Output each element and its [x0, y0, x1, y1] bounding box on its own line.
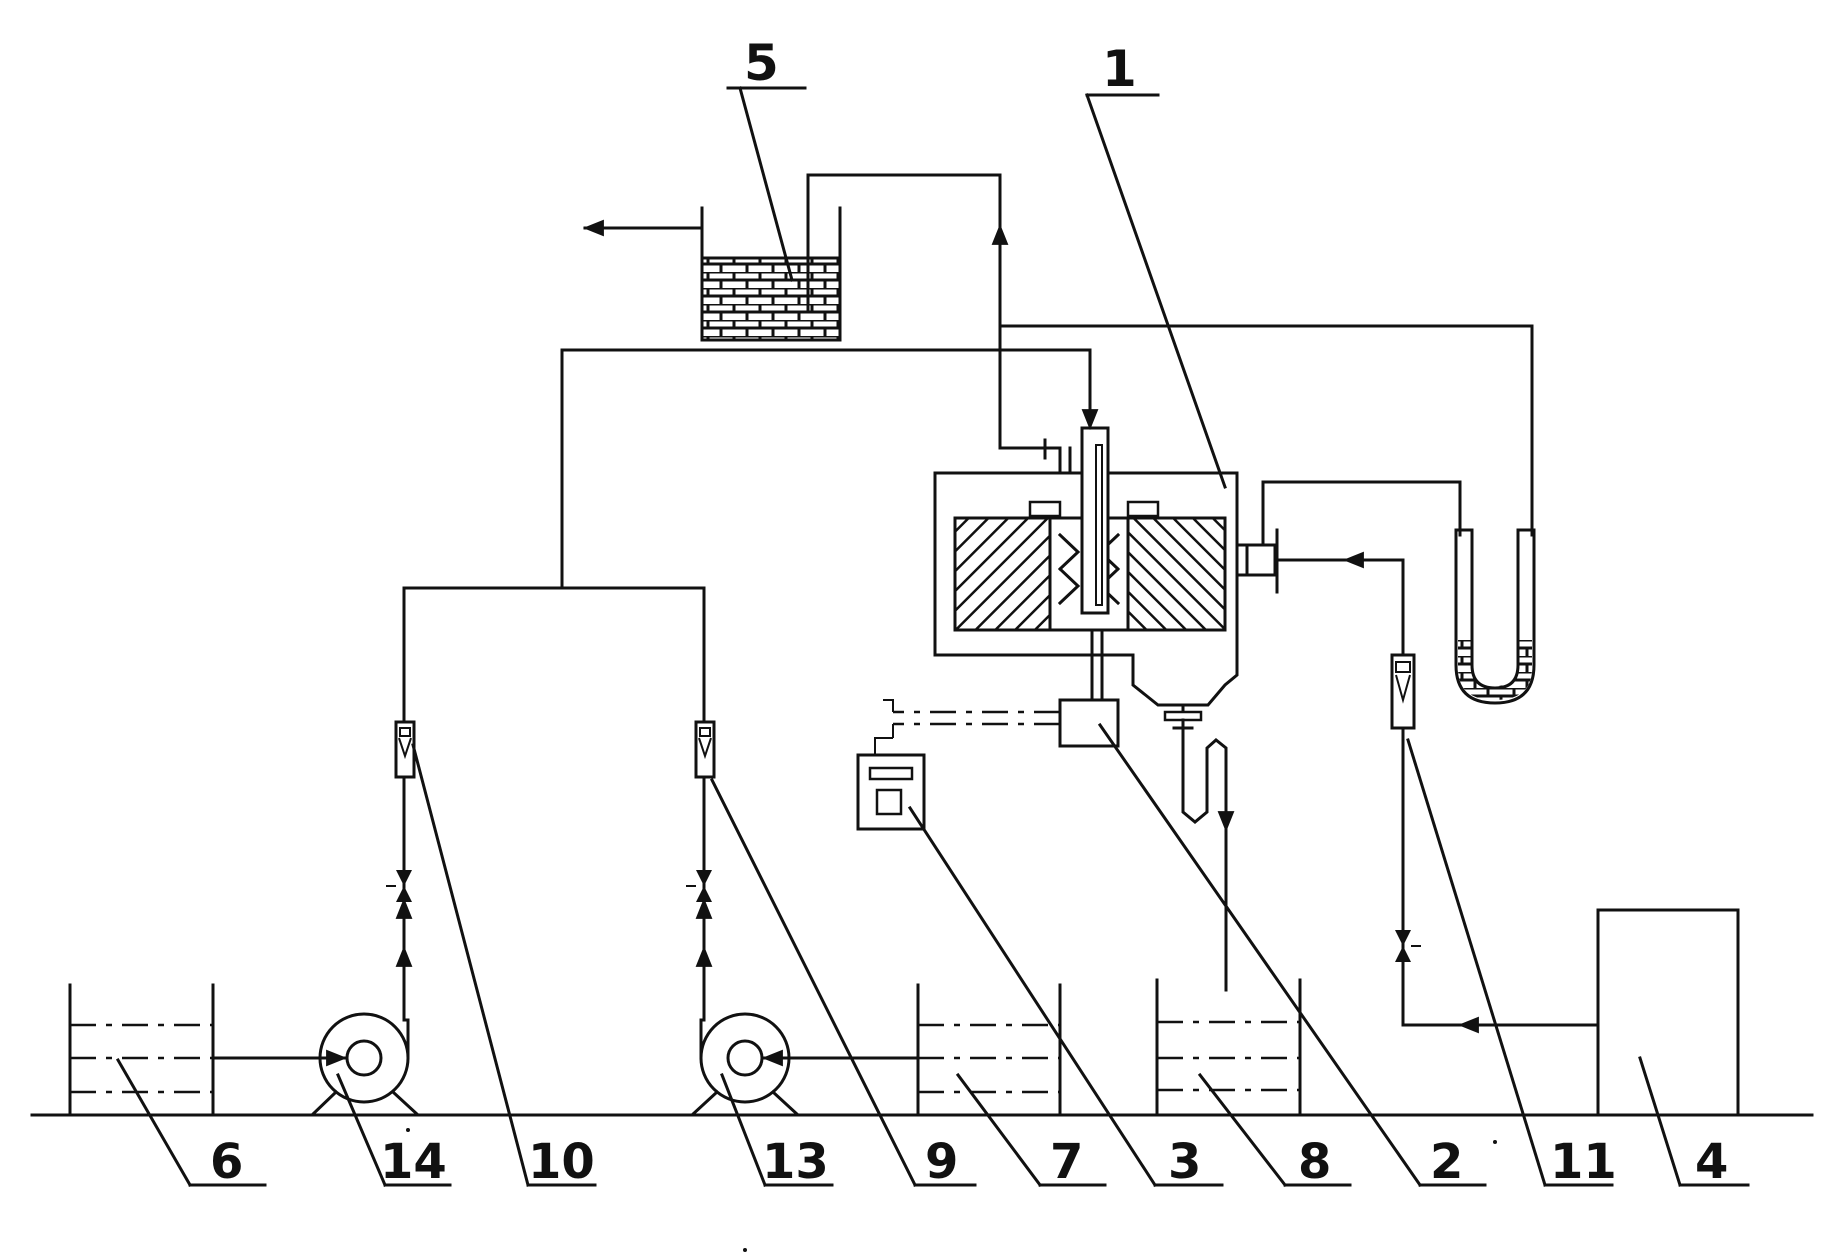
label-9: 9 [925, 1134, 958, 1190]
feed-line-left [386, 586, 416, 1022]
feed-line-middle [686, 586, 716, 1022]
label-3: 3 [1168, 1134, 1201, 1190]
label-1: 1 [1102, 40, 1137, 98]
pump-14 [308, 1012, 422, 1117]
pump-13 [688, 1012, 802, 1117]
reactor [933, 396, 1279, 707]
label-2: 2 [1430, 1134, 1463, 1190]
meter-3 [856, 737, 926, 831]
manometer-pipe [998, 324, 1534, 537]
gas-outlet-pipe [806, 173, 1047, 450]
label-7: 7 [1050, 1134, 1083, 1190]
tank-8 [1155, 978, 1302, 1117]
label-10: 10 [528, 1134, 595, 1190]
label-8: 8 [1298, 1134, 1331, 1190]
label-11: 11 [1550, 1134, 1617, 1190]
sensor-2 [883, 698, 1120, 748]
u-tube-manometer [1454, 528, 1536, 705]
pressure-tap-pipe [1261, 480, 1462, 547]
label-5: 5 [744, 34, 779, 92]
tank-6 [68, 983, 348, 1117]
absorption-tank [582, 173, 842, 342]
label-6: 6 [210, 1134, 243, 1190]
gas-feed-line [1278, 551, 1740, 1117]
drain-line [1163, 703, 1235, 992]
feed-header-pipe [560, 348, 1092, 590]
tank-7 [761, 983, 1062, 1117]
leader-lines [115, 86, 1750, 1188]
label-4: 4 [1695, 1134, 1728, 1190]
label-13: 13 [762, 1134, 829, 1190]
label-14: 14 [380, 1134, 447, 1190]
